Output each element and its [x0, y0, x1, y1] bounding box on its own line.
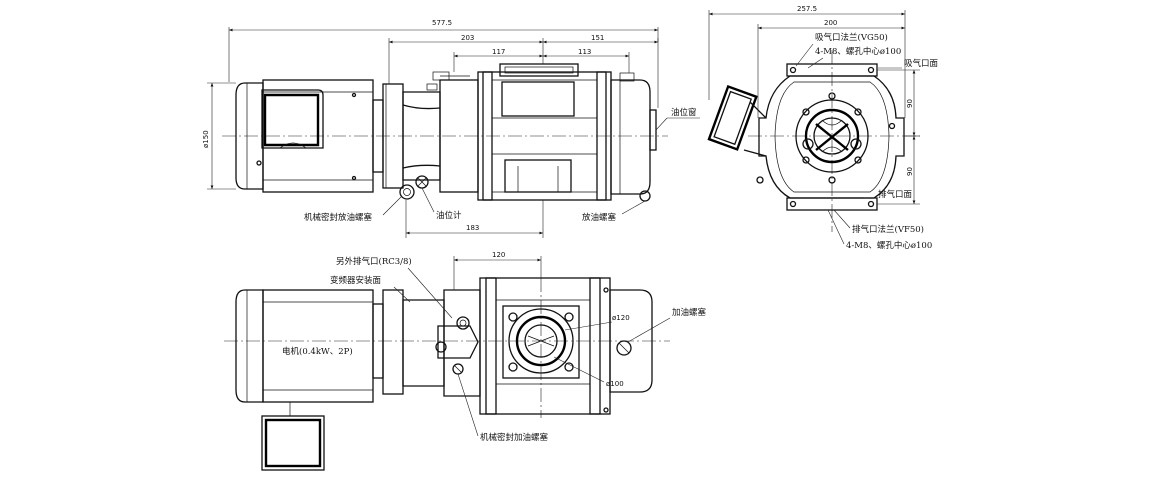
label-fill-plug: 加油螺塞 — [672, 307, 707, 318]
label-inverter-mount: 变频器安装面 — [330, 275, 382, 286]
label-seal-fill-plug: 机械密封加油螺塞 — [480, 432, 549, 443]
label-seal-drain-plug: 机械密封放油螺塞 — [304, 212, 373, 223]
dim-overall: 577.5 — [432, 19, 452, 27]
dim-side-200: 200 — [824, 19, 837, 27]
dim-dia150: ø150 — [202, 130, 210, 148]
label-oil-window: 油位窗 — [671, 107, 697, 118]
side-callouts: 吸气口法兰(VG50) 4-M8、螺孔中心ø100 吸气口面 排气口面 排气口法… — [795, 32, 939, 251]
label-oil-level-gauge: 油位计 — [436, 210, 462, 221]
dim-side-width: 257.5 — [797, 5, 817, 13]
dim-dia120: ø120 — [612, 314, 630, 322]
label-inlet-flange: 吸气口法兰(VG50) — [815, 32, 888, 43]
dim-203: 203 — [461, 34, 474, 42]
label-exhaust-bolts: 4-M8、螺孔中心ø100 — [846, 240, 932, 251]
label-inlet-bolts: 4-M8、螺孔中心ø100 — [815, 46, 901, 57]
label-motor: 电机(0.4kW、2P) — [282, 346, 353, 357]
side-view — [707, 50, 920, 232]
label-inlet-face: 吸气口面 — [904, 58, 939, 69]
label-extra-exhaust: 另外排气口(RC3/8) — [336, 256, 412, 267]
front-callouts: 油位窗 机械密封放油螺塞 油位计 放油螺塞 — [304, 107, 700, 223]
plan-view — [224, 277, 670, 471]
label-exhaust-face: 排气口面 — [878, 189, 913, 200]
dim-113: 113 — [578, 48, 591, 56]
dim-side-90-top: 90 — [906, 99, 914, 108]
label-drain-plug: 放油螺塞 — [582, 212, 617, 223]
side-dimensions: 257.5 200 90 90 — [708, 5, 920, 205]
dim-dia100: ø100 — [606, 380, 624, 388]
dim-117: 117 — [492, 48, 505, 56]
dim-183: 183 — [466, 224, 479, 232]
dim-151: 151 — [591, 34, 604, 42]
label-exhaust-flange: 排气口法兰(VF50) — [852, 224, 924, 235]
dim-side-90-bottom: 90 — [906, 167, 914, 176]
plan-dimensions: 120 ø120 ø100 — [453, 251, 630, 388]
front-view — [222, 63, 668, 202]
front-dimensions: 577.5 203 151 117 113 183 ø150 — [202, 19, 659, 238]
plan-callouts: 另外排气口(RC3/8) 变频器安装面 电机(0.4kW、2P) 加油螺塞 机械… — [282, 256, 707, 443]
dim-plan-120: 120 — [492, 251, 505, 259]
